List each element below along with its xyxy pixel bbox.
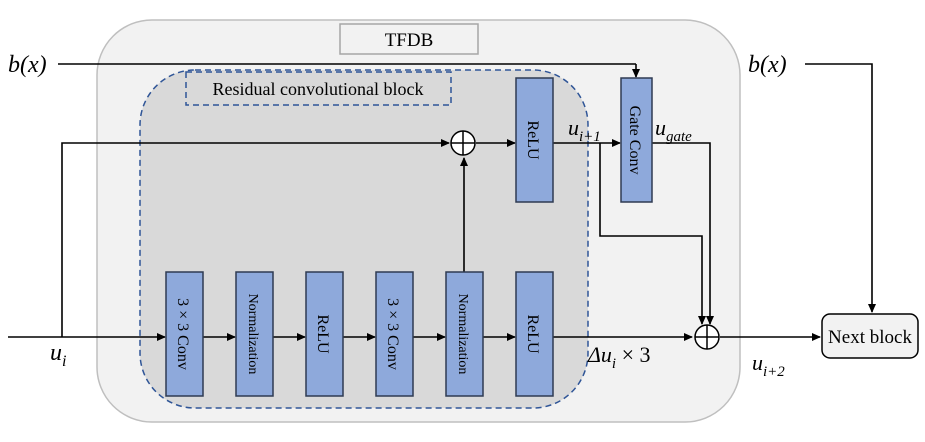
norm2-block xyxy=(445,271,484,397)
conv2-label: 3 × 3 Conv xyxy=(384,298,401,370)
ui-label: ui xyxy=(50,340,66,370)
relu2-label: ReLU xyxy=(524,314,541,354)
residual-title: Residual convolutional block xyxy=(213,79,424,99)
relu2-block xyxy=(515,271,554,397)
relu1-label: ReLU xyxy=(314,314,331,354)
residual-title-box xyxy=(185,71,452,106)
tfdb-title: TFDB xyxy=(385,30,434,51)
edge-gate-adder xyxy=(652,142,714,325)
adder-top xyxy=(450,130,476,156)
relu1-block xyxy=(305,271,344,397)
tfdb-title-box xyxy=(339,23,479,55)
next-block-label: Next block xyxy=(828,327,912,348)
bx-left-label: b(x) xyxy=(8,52,47,78)
adder-final xyxy=(694,324,720,350)
norm1-block xyxy=(235,271,274,397)
conv2-block xyxy=(375,271,414,397)
conv1-label: 3 × 3 Conv xyxy=(174,298,191,370)
uip1-label: ui+1 xyxy=(568,115,601,145)
uip2-label: ui+2 xyxy=(752,350,785,380)
bx-right-label: b(x) xyxy=(748,52,787,78)
edge-bx-right-next xyxy=(805,63,876,313)
norm1-label: Normalization xyxy=(245,294,260,375)
delta-label: Δui × 3 xyxy=(587,342,651,372)
gate-conv-block xyxy=(620,77,653,203)
edge-skip-up xyxy=(61,139,450,337)
ugate-label: ugate xyxy=(655,115,692,145)
edge-uip1-adder xyxy=(599,143,706,325)
relu-top-label: ReLU xyxy=(524,120,541,160)
relu-top-block xyxy=(515,77,554,203)
norm2-label: Normalization xyxy=(455,294,470,375)
gate-conv-label: Gate Conv xyxy=(626,106,643,175)
conv1-block xyxy=(165,271,204,397)
next-block xyxy=(821,313,919,359)
